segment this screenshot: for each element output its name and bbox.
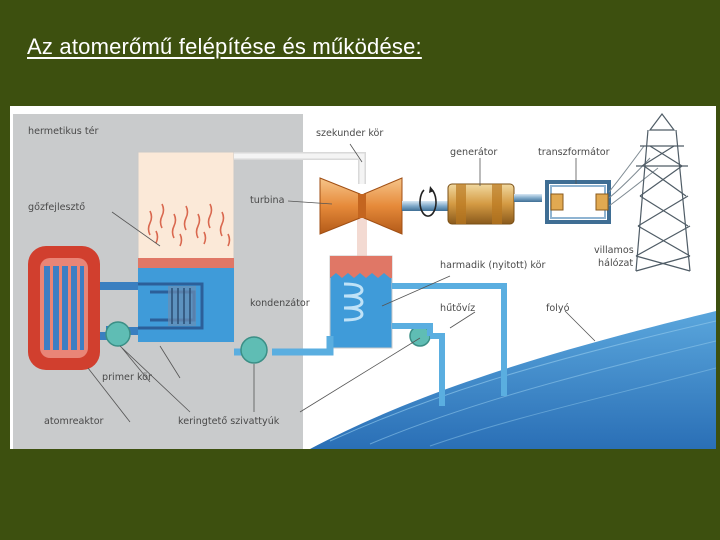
label-kondenzator: kondenzátor [250,297,310,309]
label-primer-kor: primer kör [102,372,152,383]
label-folyo: folyó [546,302,570,314]
primary-pump [105,321,131,347]
label-atomreaktor: atomreaktor [44,416,104,427]
label-halozat: hálózat [598,257,633,269]
turbine [319,177,403,235]
label-villamos: villamos [594,245,634,256]
transformer [545,180,611,224]
label-szekunder-kor: szekunder kör [316,128,383,139]
power-plant-diagram: hermetikus tér szekunder kör generátor t… [10,106,716,449]
generator [447,183,542,225]
label-hutoviz: hűtővíz [440,302,475,314]
turbine-shaft [402,201,448,211]
label-harmadik-kor: harmadik (nyitott) kör [440,260,546,271]
label-gozfejleszto: gőzfejlesztő [28,201,85,213]
label-generator: generátor [450,146,497,158]
label-keringteto-szivattyuk: keringtető szivattyúk [178,415,280,427]
label-turbina: turbina [250,195,285,206]
slide-title: Az atomerőmű felépítése és működése: [27,34,422,59]
label-transzformator: transzformátor [538,146,610,158]
secondary-pump [240,336,268,364]
pylon [635,113,691,272]
label-hermetikus-ter: hermetikus tér [28,125,98,137]
